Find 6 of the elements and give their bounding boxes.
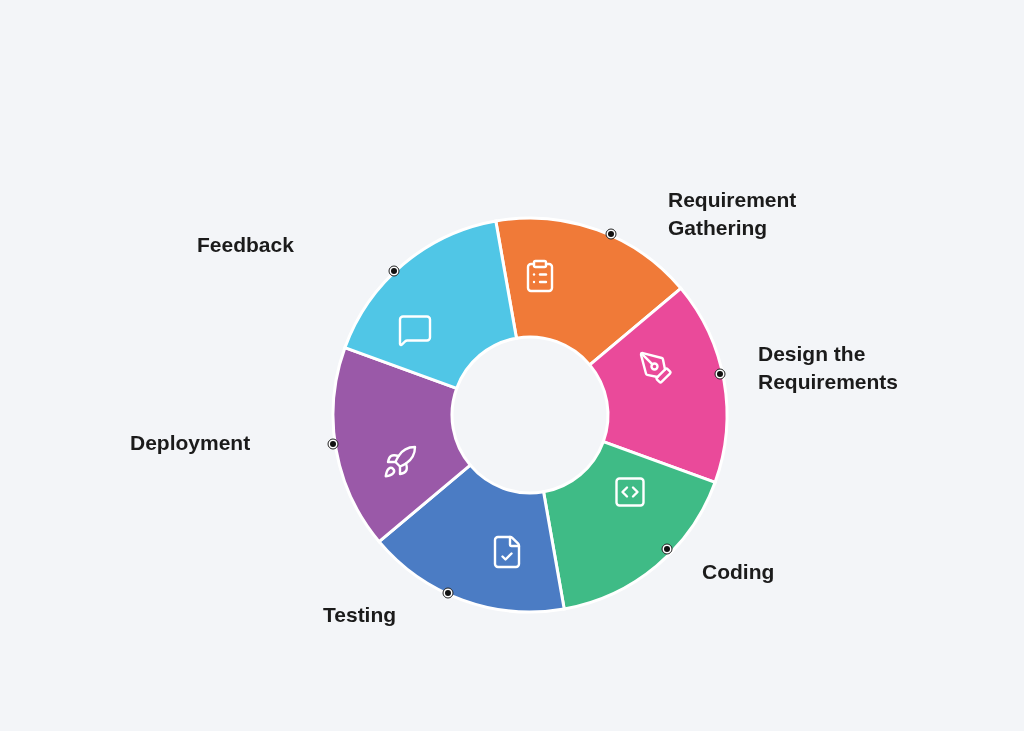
stage-label: Coding bbox=[702, 559, 776, 585]
stage-label: Design the Requirements bbox=[758, 341, 900, 395]
stage-label: Feedback bbox=[197, 232, 295, 258]
stage-label: Requirement Gathering bbox=[668, 187, 798, 241]
stage-label: Deployment bbox=[130, 430, 252, 456]
stage-label: Testing bbox=[323, 602, 398, 628]
